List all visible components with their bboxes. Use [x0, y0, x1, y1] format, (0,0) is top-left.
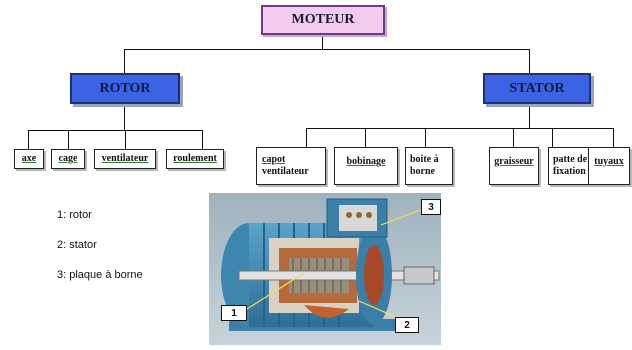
legend-text: 1: rotor — [57, 209, 92, 221]
leaf-label-line1: tuyaux — [594, 156, 624, 167]
legend-text: 2: stator — [57, 239, 97, 251]
rotor-leaf-axe: axe — [14, 149, 44, 169]
motor-cutaway-image: 1 2 3 — [209, 193, 441, 345]
callout-label: 1 — [231, 307, 237, 319]
connector — [28, 130, 203, 131]
leaf-label-line1: boite à — [410, 154, 439, 165]
connector — [365, 128, 366, 148]
legend-item-plaque: 3: plaque à borne — [57, 269, 143, 281]
connector — [529, 49, 530, 73]
leaf-label-line2: ventilateur — [262, 166, 309, 177]
rotor-leaf-roulement: roulement — [166, 149, 224, 169]
leaf-label-line2: fixation — [553, 166, 586, 177]
leaf-label-line1: graisseur — [494, 156, 534, 167]
connector — [68, 130, 69, 150]
connector — [306, 128, 614, 129]
root-label: MOTEUR — [291, 12, 355, 27]
callout-2: 2 — [395, 317, 419, 333]
leaf-label: axe — [21, 153, 37, 164]
connector — [529, 104, 530, 128]
rotor-label: ROTOR — [99, 80, 151, 96]
stator-leaf-boite-a-borne: boite à borne — [405, 147, 453, 185]
legend-item-stator: 2: stator — [57, 239, 97, 251]
connector — [513, 128, 514, 148]
rotor-node: ROTOR — [70, 73, 180, 104]
connector — [322, 35, 323, 49]
leaf-label-line1: bobinage — [346, 156, 386, 167]
callout-3: 3 — [421, 199, 441, 215]
stator-leaf-capot-ventilateur: capot ventilateur — [256, 147, 326, 185]
connector — [425, 128, 426, 148]
stator-leaf-bobinage: bobinage — [334, 147, 398, 185]
stator-leaf-tuyaux: tuyaux — [588, 147, 630, 185]
leaf-label: roulement — [173, 153, 217, 164]
callout-1: 1 — [221, 305, 247, 321]
legend-item-rotor: 1: rotor — [57, 209, 92, 221]
connector — [28, 130, 29, 150]
connector — [125, 130, 126, 150]
rotor-leaf-cage: cage — [51, 149, 85, 169]
stator-label: STATOR — [509, 80, 565, 96]
rotor-leaf-ventilateur: ventilateur — [94, 149, 156, 169]
stator-node: STATOR — [483, 73, 591, 104]
motor-illustration — [209, 193, 441, 345]
legend-text: 3: plaque à borne — [57, 269, 143, 281]
leaf-label-line2: borne — [410, 166, 435, 177]
root-node: MOTEUR — [261, 5, 385, 35]
connector — [613, 128, 614, 148]
connector — [306, 128, 307, 148]
stator-leaf-graisseur: graisseur — [489, 147, 539, 185]
leaf-label: cage — [58, 153, 78, 164]
callout-label: 3 — [428, 201, 434, 213]
connector — [124, 49, 125, 74]
connector — [124, 104, 125, 130]
connector — [202, 130, 203, 150]
leaf-label-line1: capot — [262, 154, 286, 165]
connector — [552, 128, 553, 148]
connector — [124, 49, 530, 50]
leaf-label-line1: patte de — [553, 154, 588, 165]
callout-label: 2 — [404, 319, 410, 331]
leaf-label: ventilateur — [101, 153, 149, 164]
